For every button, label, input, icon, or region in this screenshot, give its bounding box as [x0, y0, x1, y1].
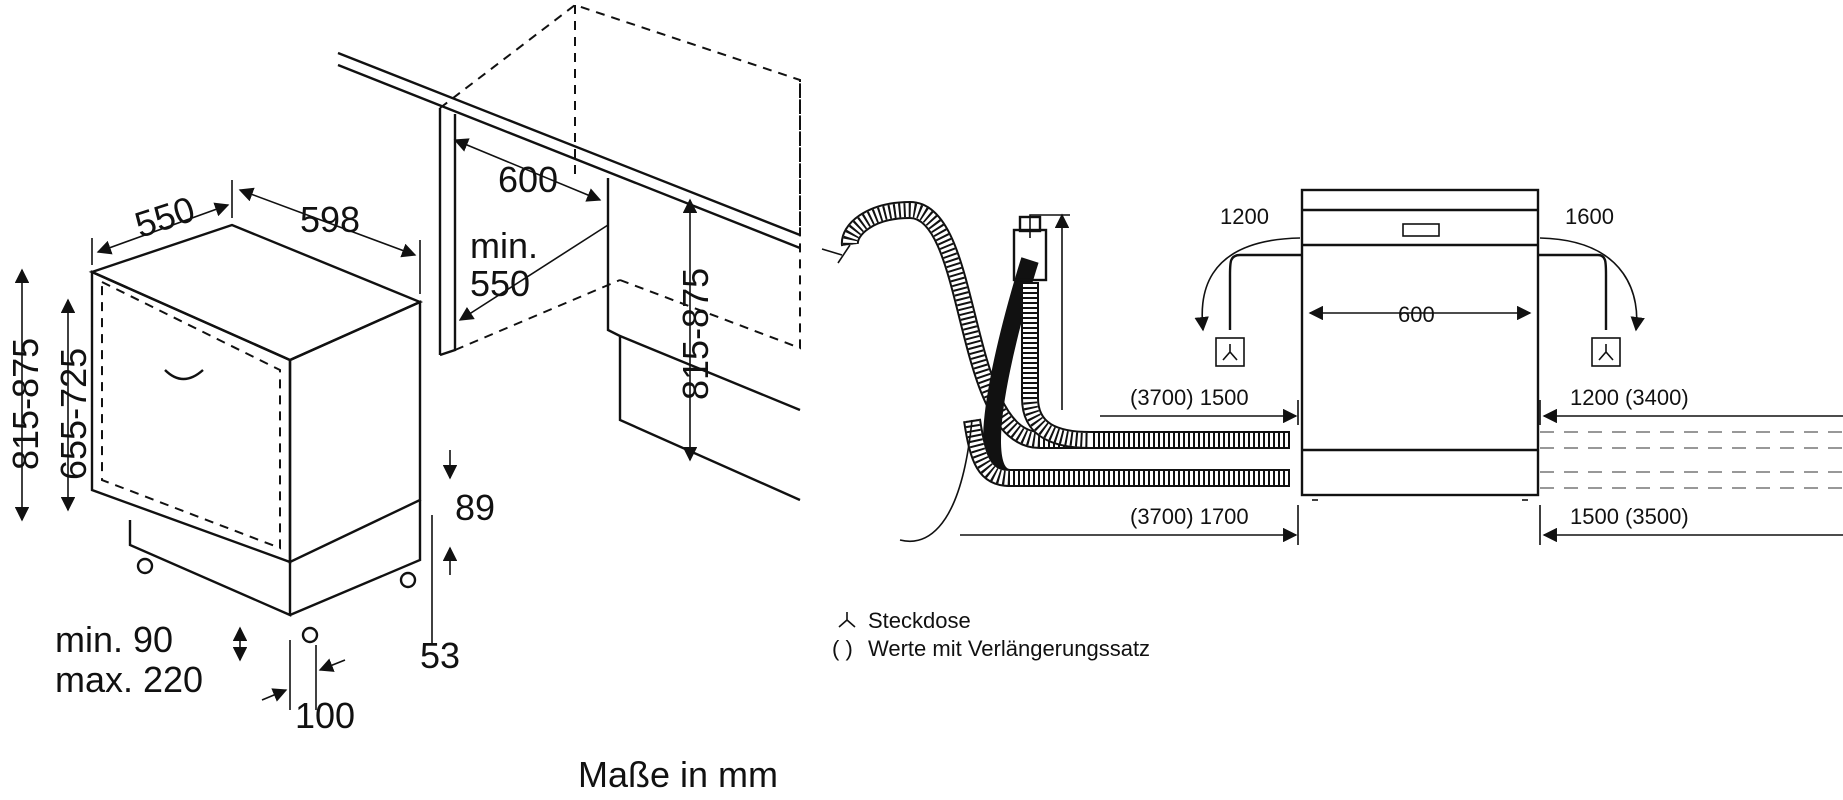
- dim-right-cable: 1600: [1565, 204, 1614, 229]
- isometric-view: 550 598 600 min. 550 815-875 815-875 655…: [5, 3, 801, 795]
- dim-hose-right-lower: 1500 (3500): [1570, 504, 1689, 529]
- dishwasher-body: [88, 223, 424, 644]
- dim-toe-line1: min. 90: [55, 619, 173, 660]
- dimension-lines: [14, 138, 698, 710]
- power-cable-right: [1538, 253, 1608, 330]
- control-panel: [1402, 223, 1440, 237]
- dishwasher-front: [1300, 188, 1540, 501]
- dim-niche-depth-line1: min.: [470, 225, 538, 266]
- socket-symbol-icon: [838, 612, 856, 628]
- dim-height-inner: 655-725: [53, 348, 94, 480]
- foot: [301, 626, 319, 644]
- dim-left-cable: 1200: [1220, 204, 1269, 229]
- dim-plinth-89: 89: [455, 487, 495, 528]
- dim-depth-550: 550: [130, 188, 200, 246]
- dim-hose-left-lower: (3700) 1700: [1130, 504, 1249, 529]
- foot: [136, 557, 154, 575]
- dim-toe-line2: max. 220: [55, 659, 203, 700]
- socket-icon: [1215, 337, 1245, 367]
- dim-plinth-53: 53: [420, 635, 460, 676]
- foot: [399, 571, 417, 589]
- dim-hose-left-upper: (3700) 1500: [1130, 385, 1249, 410]
- dim-width-598: 598: [300, 199, 360, 240]
- caption: Maße in mm: [578, 754, 778, 795]
- legend-paren-label: Werte mit Verlängerungssatz: [868, 636, 1150, 661]
- dim-niche-height: 815-875: [675, 268, 716, 400]
- dim-height-outer: 815-875: [5, 338, 46, 470]
- legend-paren-symbol: ( ): [832, 636, 853, 661]
- dim-hose-right-upper: 1200 (3400): [1570, 385, 1689, 410]
- installation-view: 1200 1600 600 (3700) 1500 1200 (3400) (3…: [821, 188, 1843, 661]
- dim-width-600: 600: [1398, 302, 1435, 327]
- dim-niche-depth-line2: 550: [470, 263, 530, 304]
- legend: Steckdose ( ) Werte mit Verlängerungssat…: [832, 608, 1150, 661]
- door-handle: [164, 369, 204, 381]
- niche: [337, 3, 801, 502]
- dim-niche-width-600: 600: [498, 159, 558, 200]
- power-cable-left: [1228, 253, 1302, 330]
- legend-socket-label: Steckdose: [868, 608, 971, 633]
- dim-toe-depth-100: 100: [295, 695, 355, 736]
- socket-icon: [1591, 337, 1621, 367]
